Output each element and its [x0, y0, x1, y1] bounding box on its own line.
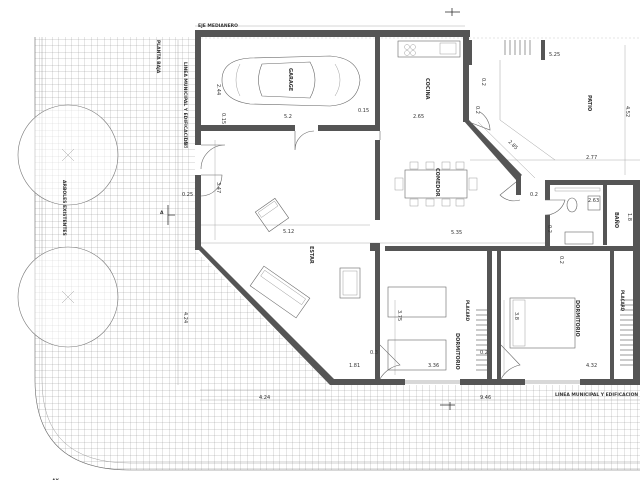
dimension-lines — [177, 25, 640, 401]
dim-bano-wall-b: 0.2 — [546, 225, 552, 233]
dim-patio-inner: 0.2 — [480, 78, 486, 86]
wall-diagonal — [195, 246, 334, 385]
linea-municipal-bottom-label: LINEA MUNICIPAL Y EDIFICACION — [555, 392, 638, 398]
arboles-label: ARBOLES EXISTENTES — [61, 180, 67, 236]
dim-bano-width: 2.63 — [588, 198, 599, 204]
dim-dorm1-width: 3.36 — [428, 363, 439, 369]
dim-patio-vertical: 4.52 — [624, 106, 630, 117]
dim-patio-wall: 0.2 — [474, 106, 480, 114]
dim-cocina-width: 2.65 — [413, 114, 424, 120]
dim-garage-wall-right: 0.15 — [358, 108, 369, 114]
room-dormitorio-1: DORMITORIO — [454, 333, 460, 370]
dim-garage-wall-left: 0.15 — [220, 113, 226, 124]
party-wall-label: EJE MEDIANERO — [198, 23, 238, 29]
doors — [200, 111, 580, 384]
dim-bottom-424: 4.24 — [259, 395, 270, 401]
dim-garage-height: 2.44 — [215, 84, 221, 95]
dim-comedor-span: 5.35 — [451, 230, 462, 236]
dim-bottom-946: 9.46 — [480, 395, 491, 401]
room-placard-1: PLACARD — [465, 300, 470, 322]
existing-trees — [17, 104, 119, 348]
room-comedor: COMEDOR — [434, 168, 440, 197]
dim-bano-height: 1.8 — [626, 213, 632, 221]
room-dormitorio-2: DORMITORIO — [574, 300, 580, 337]
dim-dorm1-wall: 0.2 — [480, 350, 488, 356]
dim-left-vertical: 4.24 — [182, 312, 188, 323]
room-placard-2: PLACARD — [620, 290, 625, 312]
dim-wall-181: 1.81 — [349, 363, 360, 369]
wall-top — [195, 30, 470, 37]
dim-estar-height: 3.47 — [215, 182, 221, 193]
dim-wall-03: 0.3 — [370, 350, 378, 356]
room-estar: ESTAR — [308, 246, 314, 264]
dim-bano-wall-a: 0.2 — [530, 192, 538, 198]
dim-dorm1-height: 3.75 — [396, 310, 402, 321]
dim-dorm2-width: 4.32 — [586, 363, 597, 369]
section-marker: A — [160, 8, 460, 410]
furniture — [221, 40, 633, 371]
dim-dorm2-wall: 0.2 — [558, 256, 564, 264]
walls — [195, 30, 640, 385]
section-marker-label: A — [160, 210, 164, 216]
labels: EJE MEDIANERO PLANTA BAJA LINEA MUNICIPA… — [52, 23, 638, 480]
room-garage: GARAGE — [287, 68, 293, 92]
bottom-left-label: AX — [52, 478, 59, 480]
dim-estar-width: 5.12 — [283, 229, 294, 235]
planta-baja-label: PLANTA BAJA — [155, 40, 161, 74]
room-bano: BAÑO — [613, 212, 620, 228]
wall-left — [195, 30, 201, 145]
dim-wall-025: 0.25 — [182, 192, 193, 198]
dim-patio-top: 5.25 — [549, 52, 560, 58]
interior-floor — [195, 30, 640, 385]
linea-municipal-vertical-label: LINEA MUNICIPAL Y EDIFICACION — [182, 62, 188, 145]
exterior-paving — [34, 37, 640, 471]
car — [221, 55, 361, 107]
dim-dorm2-height: 3.8 — [513, 312, 519, 320]
room-cocina: COCINA — [424, 78, 430, 100]
dim-wall-158: 1.58 — [182, 137, 188, 148]
room-patio: PATIO — [586, 95, 592, 111]
wall-bottom — [330, 379, 405, 385]
dim-width-277: 2.77 — [586, 155, 597, 161]
dim-garage-width: 5.2 — [284, 114, 292, 120]
